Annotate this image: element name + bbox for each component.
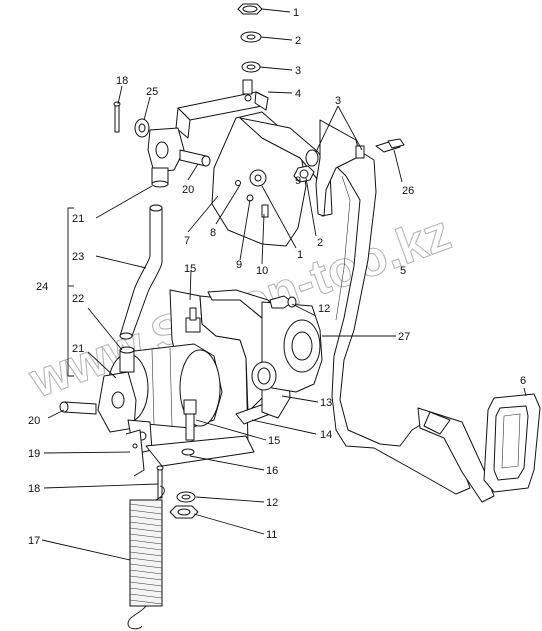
callout-12-top: 12 [318, 303, 330, 315]
booster-part-27 [261, 301, 323, 393]
outlet-port-part-12 [251, 361, 277, 391]
callout-12-lower: 12 [266, 497, 278, 509]
callout-6: 6 [520, 375, 526, 387]
callout-19: 19 [28, 448, 40, 460]
callout-9-left: 9 [236, 259, 242, 271]
bolt-part-26 [375, 138, 405, 153]
callout-5: 5 [400, 265, 406, 277]
upper-clevis [147, 127, 185, 188]
callout-15-top: 15 [184, 263, 196, 275]
upper-bracket-part-4 [175, 79, 269, 139]
callout-13: 13 [320, 397, 332, 409]
callout-18-top: 18 [116, 75, 128, 87]
callout-4: 4 [295, 88, 301, 100]
pivot-bolt-part-10 [261, 204, 269, 218]
callout-27: 27 [398, 331, 410, 343]
pivot-washer-part-3 [305, 149, 319, 167]
callout-25: 25 [146, 86, 158, 98]
callout-24: 24 [36, 281, 48, 293]
pin-part-18-top [113, 101, 121, 133]
callout-7: 7 [184, 235, 190, 247]
callout-26: 26 [402, 185, 414, 197]
spring-part-17 [127, 485, 165, 630]
hose-part-23 [119, 204, 163, 340]
callout-9-right: 9 [295, 175, 301, 187]
pivot-nut-part-9 [293, 165, 315, 183]
callout-1-top: 1 [293, 7, 299, 19]
callout-17: 17 [28, 535, 40, 547]
group-bracket-24 [67, 207, 74, 377]
fitting-part-15 [185, 307, 201, 333]
callout-15-lower: 15 [268, 435, 280, 447]
callout-3-top: 3 [295, 65, 301, 77]
callout-1-mid: 1 [297, 249, 303, 261]
plate-part-19 [125, 429, 145, 477]
washer-part-2 [240, 31, 262, 43]
base-plate-part-16 [145, 435, 255, 467]
pin-part-20-lower [59, 401, 97, 415]
callout-11: 11 [266, 529, 277, 541]
callout-21-top: 21 [72, 213, 84, 225]
callout-20-top: 20 [182, 184, 194, 196]
callout-18-lower: 18 [28, 483, 40, 495]
pin-part-20-top [179, 149, 211, 167]
bolt-part-15-lower [183, 399, 197, 441]
washer-part-12-lower [176, 491, 196, 503]
pedal-footplate [417, 407, 495, 503]
nipple-part-12-upper [269, 295, 297, 309]
callout-23: 23 [72, 251, 84, 263]
callout-2-top: 2 [295, 35, 301, 47]
callout-labels: 1 2 3 4 3 18 25 20 26 21 7 8 9 10 1 2 9 … [28, 7, 526, 547]
callout-16: 16 [266, 465, 278, 477]
inlet-pipe-part-22 [119, 346, 135, 373]
callout-20-lower: 20 [28, 415, 40, 427]
pin-part-18-lower [156, 465, 164, 499]
washer-part-3 [241, 61, 261, 73]
callout-21-lower: 21 [72, 343, 84, 355]
callout-8: 8 [210, 227, 216, 239]
washer-part-25 [134, 118, 150, 138]
pedal-pad-part-6 [483, 393, 541, 493]
callout-3-right: 3 [335, 95, 341, 107]
callout-14: 14 [320, 429, 332, 441]
callout-10: 10 [256, 265, 268, 277]
nut-part-11 [169, 505, 199, 519]
callout-22: 22 [72, 293, 84, 305]
top-nut-part-1 [237, 3, 263, 15]
leader-lines [41, 8, 527, 561]
callout-2-mid: 2 [317, 237, 323, 249]
